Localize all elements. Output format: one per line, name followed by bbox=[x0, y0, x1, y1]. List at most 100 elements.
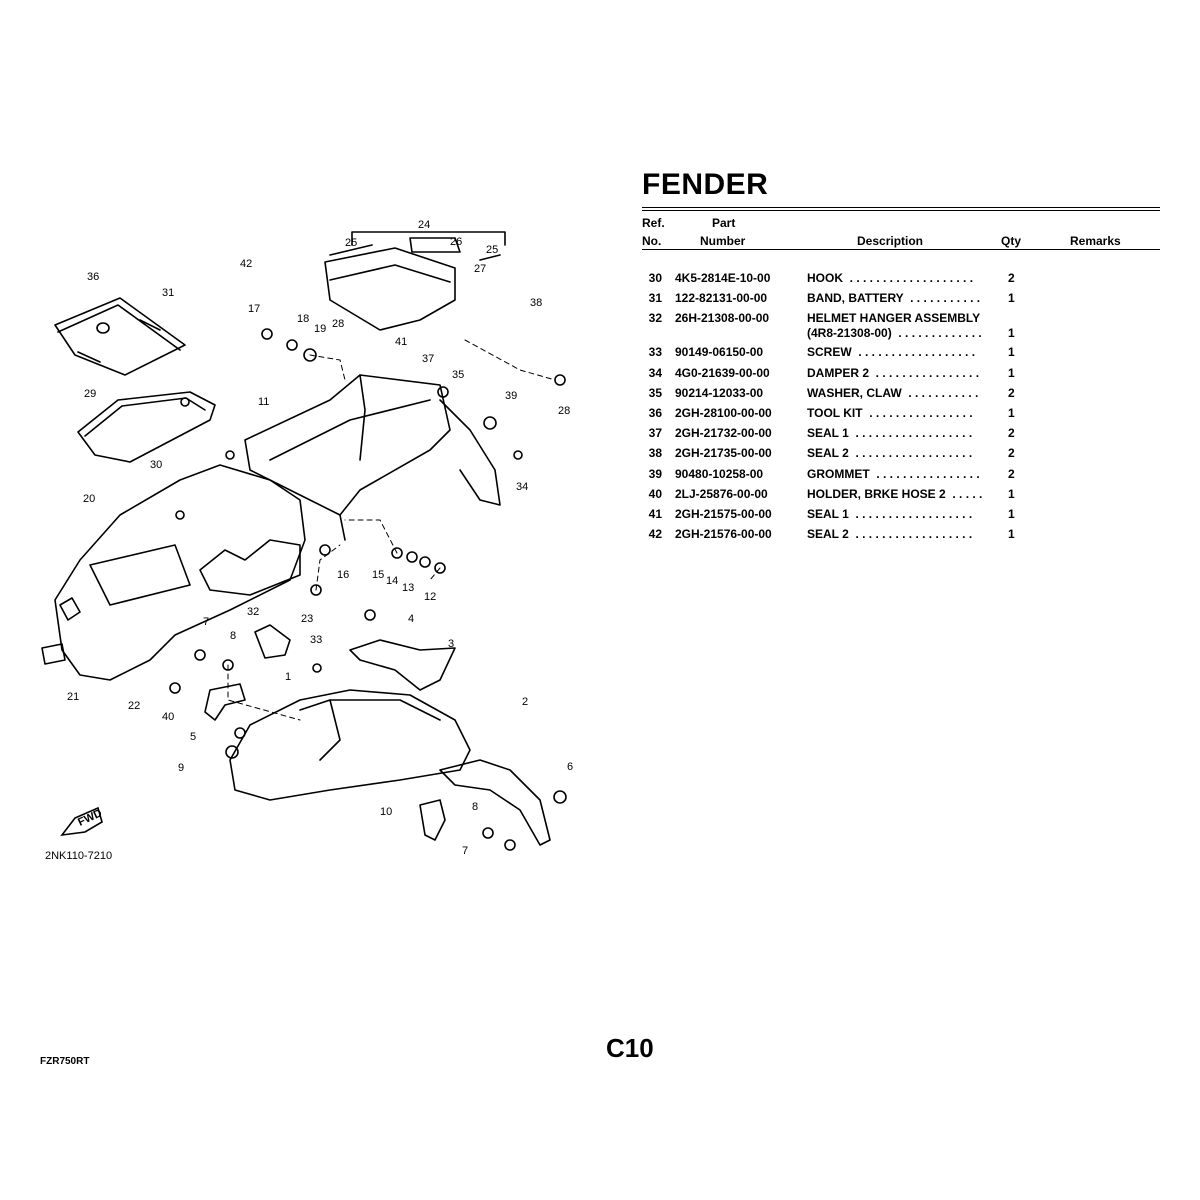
callout: 25 bbox=[345, 237, 357, 249]
description: DAMPER 2 . . . . . . . . . . . . . . . . bbox=[807, 365, 980, 380]
callout: 31 bbox=[162, 287, 174, 299]
part-number: 26H-21308-00-00 bbox=[675, 311, 770, 326]
fasteners-drawing bbox=[169, 328, 567, 851]
callout: 15 bbox=[372, 569, 384, 581]
description: WASHER, CLAW . . . . . . . . . . . bbox=[807, 385, 979, 400]
ref-no: 36 bbox=[648, 405, 662, 420]
ref-no: 41 bbox=[648, 506, 662, 521]
qty: 2 bbox=[1008, 271, 1015, 285]
qty: 1 bbox=[1008, 365, 1015, 380]
table-row: 30 4K5-2814E-10-00 HOOK . . . . . . . . . … bbox=[642, 271, 1160, 291]
callout: 28 bbox=[558, 405, 570, 417]
tail-light-assembly bbox=[324, 231, 506, 331]
qty: 1 bbox=[1008, 326, 1015, 341]
ref-no: 31 bbox=[648, 291, 662, 306]
callout: 4 bbox=[408, 613, 414, 625]
part-number: 2GH-28100-00-00 bbox=[675, 405, 772, 420]
header-part-1: Part bbox=[712, 216, 736, 230]
callout: 25 bbox=[486, 244, 498, 256]
part-number: 90480-10258-00 bbox=[675, 466, 764, 481]
callout: 35 bbox=[452, 369, 464, 381]
description: HOLDER, BRKE HOSE 2 . . . . . bbox=[807, 486, 983, 501]
ref-no: 35 bbox=[648, 385, 662, 400]
part-number: 90149-06150-00 bbox=[675, 345, 764, 360]
description-line-2: (4R8-21308-00) . . . . . . . . . . . . . bbox=[807, 326, 982, 341]
ref-no: 42 bbox=[648, 527, 662, 542]
callout: 3 bbox=[448, 638, 454, 650]
description: HOOK . . . . . . . . . . . . . . . . . .… bbox=[807, 271, 974, 285]
qty: 2 bbox=[1008, 426, 1015, 441]
callout: 12 bbox=[424, 591, 436, 603]
callout: 20 bbox=[83, 493, 95, 505]
rear-fender-drawing bbox=[54, 464, 306, 681]
callout: 27 bbox=[474, 263, 486, 275]
part-number: 2GH-21735-00-00 bbox=[675, 446, 772, 461]
part-number: 2GH-21576-00-00 bbox=[675, 527, 772, 542]
callout: 30 bbox=[150, 459, 162, 471]
callout: 19 bbox=[314, 323, 326, 335]
table-row: 32 26H-21308-00-00 HELMET HANGER ASSEMBLY(… bbox=[642, 311, 1160, 345]
callout: 14 bbox=[386, 575, 398, 587]
callout: 40 bbox=[162, 711, 174, 723]
callout: 7 bbox=[203, 616, 209, 628]
callout: 28 bbox=[332, 318, 344, 330]
qty: 1 bbox=[1008, 291, 1015, 306]
part-number: 2GH-21575-00-00 bbox=[675, 506, 772, 521]
ref-no: 37 bbox=[648, 426, 662, 441]
page-number: C10 bbox=[606, 1033, 654, 1063]
callout: 41 bbox=[395, 336, 407, 348]
callout: 8 bbox=[230, 630, 236, 642]
callout: 39 bbox=[505, 390, 517, 402]
qty: 2 bbox=[1008, 446, 1015, 461]
reflector-drawing bbox=[41, 643, 66, 665]
ref-no: 30 bbox=[648, 271, 662, 285]
callout: 34 bbox=[516, 481, 528, 493]
callout: 26 bbox=[450, 236, 462, 248]
callout: 9 bbox=[178, 762, 184, 774]
ref-no: 38 bbox=[648, 446, 662, 461]
qty: 1 bbox=[1008, 345, 1015, 360]
title-rule bbox=[642, 207, 1160, 208]
callout: 42 bbox=[240, 258, 252, 270]
header-remarks: Remarks bbox=[1070, 234, 1121, 248]
part-number: 2GH-21732-00-00 bbox=[675, 426, 772, 441]
helmet-holder-drawing bbox=[254, 624, 291, 659]
ref-no: 39 bbox=[648, 466, 662, 481]
part-number: 90214-12033-00 bbox=[675, 385, 764, 400]
title-rule-2 bbox=[642, 210, 1160, 211]
header-ref-2: No. bbox=[642, 234, 662, 248]
header-description: Description bbox=[857, 234, 924, 248]
qty: 1 bbox=[1008, 506, 1015, 521]
ref-no: 40 bbox=[648, 486, 662, 501]
callout: 21 bbox=[67, 691, 79, 703]
qty: 2 bbox=[1008, 385, 1015, 400]
callout: 7 bbox=[462, 845, 468, 857]
description: SCREW . . . . . . . . . . . . . . . . . … bbox=[807, 345, 976, 360]
description: HELMET HANGER ASSEMBLY bbox=[807, 311, 981, 326]
qty: 1 bbox=[1008, 486, 1015, 501]
callout: 13 bbox=[402, 582, 414, 594]
battery-band-drawing bbox=[77, 391, 216, 463]
callout: 18 bbox=[297, 313, 309, 325]
callout: 23 bbox=[301, 613, 313, 625]
callout: 10 bbox=[380, 806, 392, 818]
part-number: 4K5-2814E-10-00 bbox=[675, 271, 771, 285]
description: GROMMET . . . . . . . . . . . . . . . . bbox=[807, 466, 980, 481]
callout: 16 bbox=[337, 569, 349, 581]
holder-10-drawing bbox=[419, 799, 446, 841]
callout: 8 bbox=[472, 801, 478, 813]
callout: 29 bbox=[84, 388, 96, 400]
model-code: FZR750RT bbox=[40, 1056, 90, 1067]
ref-no: 32 bbox=[648, 311, 662, 326]
page-title: FENDER bbox=[642, 168, 769, 201]
part-number: 4G0-21639-00-00 bbox=[675, 365, 770, 380]
callout: 6 bbox=[567, 761, 573, 773]
parts-table: 30 4K5-2814E-10-00 HOOK . . . . . . . . . … bbox=[642, 271, 1160, 547]
callout-labels: 24 25 26 25 27 42 36 31 17 18 19 28 41 3… bbox=[67, 219, 573, 857]
header-rule bbox=[642, 249, 1160, 250]
